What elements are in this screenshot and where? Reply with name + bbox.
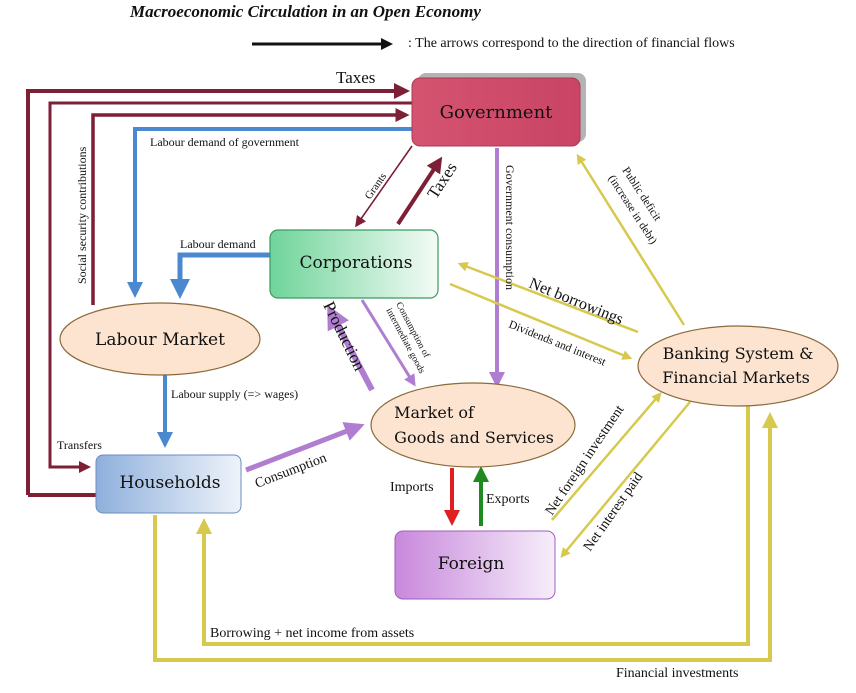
labour-demand-gov-arrow: [127, 127, 412, 298]
financial-investments-label: Financial investments: [616, 666, 738, 681]
consumption-arrow: [245, 422, 365, 473]
dividends-arrow: [449, 282, 633, 360]
transfers-label: Transfers: [57, 438, 102, 452]
market-goods-node[interactable]: Market of Goods and Services: [370, 382, 576, 468]
production-arrow: [327, 304, 375, 392]
corporations-node[interactable]: Corporations: [269, 229, 439, 299]
legend-text: : The arrows correspond to the direction…: [408, 36, 735, 51]
households-node[interactable]: Households: [95, 454, 242, 514]
production-label: Production: [319, 298, 369, 374]
labour-supply-label: Labour supply (=> wages): [171, 387, 298, 401]
intermediate-goods-arrow: [360, 299, 416, 387]
government-consumption-label: Government consumption: [503, 165, 517, 290]
labour-demand-gov-label: Labour demand of government: [150, 135, 300, 149]
corporations-label: Corporations: [300, 253, 413, 273]
foreign-node[interactable]: Foreign: [394, 530, 556, 600]
transfers-flow: [48, 101, 412, 473]
households-label: Households: [119, 473, 220, 493]
taxes-top-label: Taxes: [336, 68, 375, 87]
taxes-corp-arrow: [396, 156, 443, 226]
market-goods-label-line2: Goods and Services: [394, 428, 554, 447]
imports-label: Imports: [390, 480, 434, 495]
net-borrowings-arrow: [457, 262, 639, 334]
net-foreign-investment-arrow: [551, 392, 662, 521]
government-node[interactable]: Government: [411, 73, 586, 147]
banking-label-line2: Financial Markets: [662, 368, 810, 387]
grants-arrow: [355, 145, 413, 228]
social-security-label: Social security contributions: [75, 146, 89, 284]
exports-label: Exports: [486, 492, 530, 507]
banking-label-line1: Banking System &: [663, 344, 814, 363]
labour-demand-label: Labour demand: [180, 237, 256, 251]
taxes-flow: [26, 83, 410, 497]
financial-investments-arrow: [153, 412, 778, 662]
social-security-flow: [91, 108, 410, 305]
net-interest-paid-arrow: [560, 401, 691, 558]
foreign-label: Foreign: [438, 554, 505, 574]
labour-market-label: Labour Market: [95, 330, 225, 350]
labour-demand-arrow: [170, 252, 270, 299]
net-interest-paid-label: Net interest paid: [581, 470, 646, 554]
borrowing-income-label: Borrowing + net income from assets: [210, 626, 414, 641]
banking-node[interactable]: Banking System & Financial Markets: [637, 325, 839, 407]
taxes-corp-label: Taxes: [423, 159, 460, 202]
diagram-title: Macroeconomic Circulation in an Open Eco…: [130, 2, 481, 21]
market-goods-label-line1: Market of: [394, 403, 475, 422]
labour-market-node[interactable]: Labour Market: [59, 302, 261, 376]
net-borrowings-label: Net borrowings: [527, 275, 626, 328]
public-deficit-arrow: [576, 153, 686, 326]
government-label: Government: [440, 102, 554, 123]
borrowing-income-arrow: [196, 404, 750, 646]
consumption-label: Consumption: [253, 451, 329, 492]
